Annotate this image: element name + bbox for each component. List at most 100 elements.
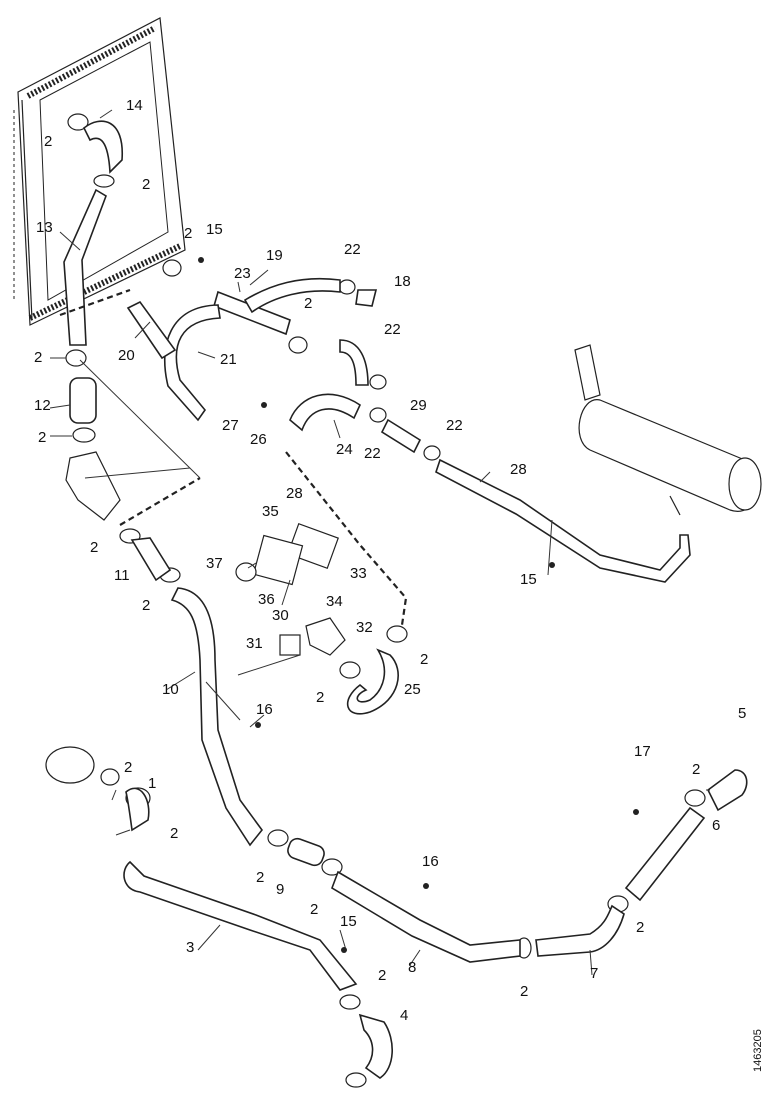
callout-4: 4 xyxy=(400,1007,409,1024)
hose-1 xyxy=(125,787,150,832)
callout-2: 2 xyxy=(310,901,319,918)
callout-2: 2 xyxy=(520,983,529,1000)
hose-9 xyxy=(287,837,325,867)
callout-17: 17 xyxy=(634,743,651,760)
callout-2: 2 xyxy=(378,967,387,984)
callout-2: 2 xyxy=(34,349,43,366)
callout-2: 2 xyxy=(316,689,325,706)
leader-lines xyxy=(49,109,710,976)
callout-15: 15 xyxy=(340,913,357,930)
gasket-36 xyxy=(252,534,304,586)
callout-2: 2 xyxy=(692,761,701,778)
callout-25: 25 xyxy=(404,681,421,698)
callout-22: 22 xyxy=(364,445,381,462)
hose-14 xyxy=(82,120,123,174)
pipe-23 xyxy=(213,290,291,336)
hose-7 xyxy=(535,904,625,957)
callout-35: 35 xyxy=(262,503,279,520)
callout-2: 2 xyxy=(142,176,151,193)
callout-3: 3 xyxy=(186,939,195,956)
callout-6: 6 xyxy=(712,817,721,834)
callout-13: 13 xyxy=(36,219,53,236)
radiator xyxy=(13,17,186,326)
fasteners xyxy=(198,257,639,953)
hose-20 xyxy=(126,300,177,360)
callout-2: 2 xyxy=(38,429,47,446)
hose-8 xyxy=(331,870,521,963)
callout-7: 7 xyxy=(590,965,599,982)
callout-24: 24 xyxy=(336,441,353,458)
valve-30 xyxy=(305,617,346,656)
callout-34: 34 xyxy=(326,593,343,610)
callout-29: 29 xyxy=(410,397,427,414)
callout-26: 26 xyxy=(250,431,267,448)
callout-28: 28 xyxy=(510,461,527,478)
hose-11 xyxy=(130,537,172,582)
callout-37: 37 xyxy=(206,555,223,572)
thermostat-housing xyxy=(65,451,121,521)
callout-2: 2 xyxy=(44,133,53,150)
callout-2: 2 xyxy=(636,919,645,936)
callout-8: 8 xyxy=(408,959,417,976)
callout-22: 22 xyxy=(344,241,361,258)
callout-23: 23 xyxy=(234,265,251,282)
callout-16: 16 xyxy=(422,853,439,870)
callout-2: 2 xyxy=(90,539,99,556)
water-pump xyxy=(45,746,95,784)
hose-10 xyxy=(170,587,264,847)
callout-14: 14 xyxy=(126,97,143,114)
gasket-31 xyxy=(279,634,301,656)
hose-6 xyxy=(624,806,706,902)
callout-22: 22 xyxy=(384,321,401,338)
callout-5: 5 xyxy=(738,705,747,722)
callout-15: 15 xyxy=(520,571,537,588)
flange-35 xyxy=(287,523,339,569)
callout-2: 2 xyxy=(256,869,265,886)
callout-2: 2 xyxy=(184,225,193,242)
hose-clamps xyxy=(65,113,706,1088)
hose-18 xyxy=(355,289,378,307)
pipe-24 xyxy=(289,393,362,432)
callout-30: 30 xyxy=(272,607,289,624)
pipe-28 xyxy=(435,458,691,583)
callout-18: 18 xyxy=(394,273,411,290)
callout-36: 36 xyxy=(258,591,275,608)
pipe-vertical-22 xyxy=(339,339,369,386)
hose-4 xyxy=(358,1013,394,1079)
pipe-3 xyxy=(123,860,358,991)
callout-20: 20 xyxy=(118,347,135,364)
callout-12: 12 xyxy=(34,397,51,414)
seal-37 xyxy=(235,562,257,582)
callout-15: 15 xyxy=(206,221,223,238)
callout-2: 2 xyxy=(170,825,179,842)
callout-2: 2 xyxy=(420,651,429,668)
callout-19: 19 xyxy=(266,247,283,264)
hose-25 xyxy=(346,648,399,715)
callout-10: 10 xyxy=(162,681,179,698)
callout-2: 2 xyxy=(124,759,133,776)
dashed-line-valve xyxy=(285,451,408,626)
dashed-line-radiator xyxy=(59,288,131,317)
pipe-21 xyxy=(164,304,221,422)
callout-16: 16 xyxy=(256,701,273,718)
callout-11: 11 xyxy=(114,567,130,584)
callout-1: 1 xyxy=(148,775,157,792)
callout-21: 21 xyxy=(220,351,237,368)
callout-32: 32 xyxy=(356,619,373,636)
pipe-19 xyxy=(243,277,341,314)
callout-28: 28 xyxy=(286,485,303,502)
hose-12 xyxy=(69,377,97,424)
callout-2: 2 xyxy=(142,597,151,614)
hose-29 xyxy=(380,418,422,454)
callout-31: 31 xyxy=(246,635,263,652)
dashed-line-thermostat xyxy=(119,477,201,526)
pipe-5 xyxy=(706,769,748,812)
callout-9: 9 xyxy=(276,881,285,898)
expansion-tank xyxy=(574,344,762,516)
callout-33: 33 xyxy=(350,565,367,582)
callout-22: 22 xyxy=(446,417,463,434)
drawing-code: 1463205 xyxy=(752,1029,764,1072)
callout-2: 2 xyxy=(304,295,313,312)
